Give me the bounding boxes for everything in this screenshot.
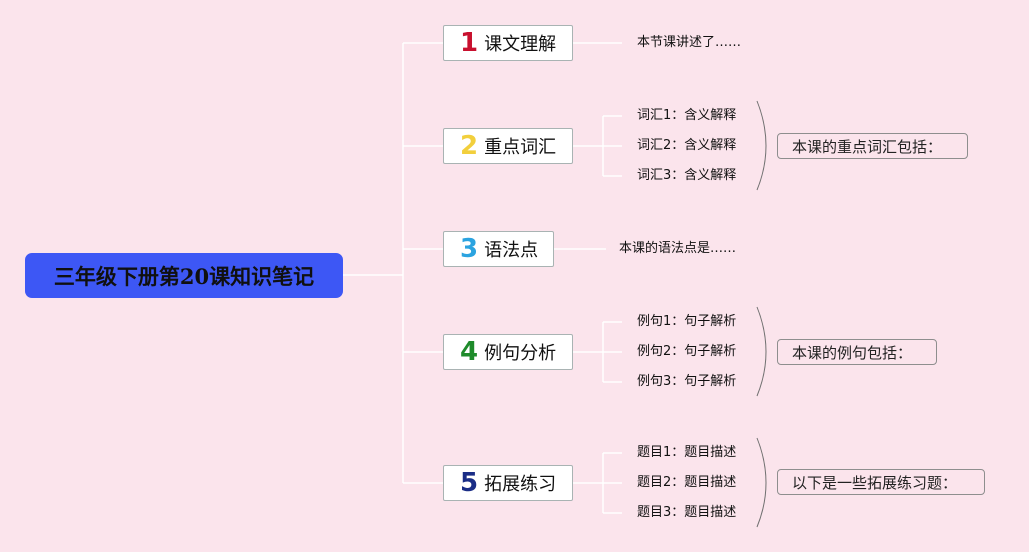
leaf-topic[interactable]: 本节课讲述了……	[637, 35, 742, 50]
branch-label: 语法点	[484, 240, 539, 261]
leaf-topic[interactable]: 例句2：句子解析	[637, 344, 737, 359]
branch-grammar-points[interactable]: 3 语法点	[443, 231, 554, 267]
summary-brace-5	[756, 437, 767, 528]
branch-label: 课文理解	[484, 34, 557, 55]
number-4-icon: 4	[460, 337, 479, 367]
leaf-topic[interactable]: 例句1：句子解析	[637, 314, 737, 329]
summary-brace-2	[756, 100, 767, 191]
number-2-icon: 2	[460, 131, 479, 161]
number-1-icon: 1	[460, 28, 479, 58]
summary-examples[interactable]: 本课的例句包括：	[777, 339, 937, 365]
connector-leaf-2	[573, 115, 622, 177]
leaf-topic[interactable]: 本课的语法点是……	[619, 241, 737, 256]
branch-label: 拓展练习	[484, 474, 557, 495]
summary-brace-4	[756, 306, 767, 397]
branch-example-analysis[interactable]: 4 例句分析	[443, 334, 573, 370]
leaf-topic[interactable]: 词汇3：含义解释	[637, 168, 737, 183]
connector-leaf-4	[573, 321, 622, 383]
branch-label: 重点词汇	[484, 137, 557, 158]
branch-label: 例句分析	[484, 343, 557, 364]
branch-key-vocabulary[interactable]: 2 重点词汇	[443, 128, 573, 164]
leaf-topic[interactable]: 题目3：题目描述	[637, 505, 737, 520]
leaf-topic[interactable]: 词汇2：含义解释	[637, 138, 737, 153]
number-3-icon: 3	[460, 234, 479, 264]
branch-course-understanding[interactable]: 1 课文理解	[443, 25, 573, 61]
leaf-topic[interactable]: 例句3：句子解析	[637, 374, 737, 389]
branch-extension-exercises[interactable]: 5 拓展练习	[443, 465, 573, 501]
root-topic[interactable]: 三年级下册第20课知识笔记	[25, 253, 343, 298]
summary-exercises[interactable]: 以下是一些拓展练习题：	[777, 469, 985, 495]
leaf-topic[interactable]: 词汇1：含义解释	[637, 108, 737, 123]
leaf-topic[interactable]: 题目1：题目描述	[637, 445, 737, 460]
connector-leaf-5	[573, 452, 622, 514]
number-5-icon: 5	[460, 468, 479, 498]
leaf-topic[interactable]: 题目2：题目描述	[637, 475, 737, 490]
summary-vocabulary[interactable]: 本课的重点词汇包括：	[777, 133, 968, 159]
